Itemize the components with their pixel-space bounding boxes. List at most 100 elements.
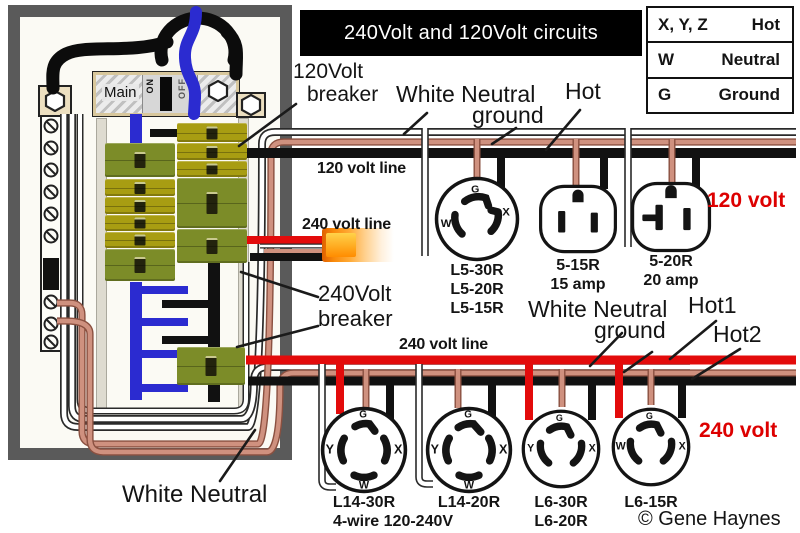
- caption-line: 5-15R: [556, 257, 600, 274]
- title-banner: 240Volt and 120Volt circuits: [300, 10, 642, 56]
- label-hot: Hot: [565, 78, 601, 104]
- caption-l14-20r: L14-20R: [419, 493, 519, 512]
- terminal-label: G: [471, 184, 479, 196]
- arc-flash-flame: [322, 228, 396, 262]
- caption-l6-15r: L6-15R: [601, 493, 701, 512]
- label-line: White Neutral: [528, 296, 668, 322]
- caption-line: L14-20R: [437, 494, 501, 511]
- terminal-label: X: [394, 443, 403, 457]
- terminal-label: G: [646, 411, 653, 421]
- breaker: [105, 249, 175, 281]
- caption-line: 20 amp: [643, 272, 699, 289]
- caption-line: L5-15R: [450, 300, 504, 317]
- caption-l14-30r-sub: 4-wire 120-240V: [308, 512, 478, 531]
- terminal-label: X: [499, 443, 508, 457]
- legend-meaning: Hot: [751, 14, 780, 34]
- terminal-label: W: [441, 218, 452, 230]
- caption-line: L14-30R: [332, 494, 396, 511]
- caption-line: 5-20R: [649, 253, 693, 270]
- caption-line: L5-20R: [450, 281, 504, 298]
- breaker-120v: [177, 123, 247, 142]
- caption-l14-30r: L14-30R: [314, 493, 414, 512]
- straight-blade-outlet-icon: [630, 181, 712, 253]
- label-240-volt-line-stub: 240 volt line: [302, 216, 391, 233]
- blue-bus: [130, 114, 188, 400]
- bolt-icon: [44, 90, 66, 112]
- label-120v-breaker: 120Volt breaker: [293, 60, 378, 106]
- breaker: [177, 161, 247, 177]
- drops-240v: [318, 357, 686, 491]
- terminal-label: W: [359, 480, 370, 492]
- legend-symbol: G: [658, 85, 672, 105]
- breaker: [105, 179, 175, 196]
- service-entry-wires: [46, 6, 244, 120]
- main-breaker-handle: [160, 77, 172, 111]
- caption-line: L6-20R: [534, 513, 588, 530]
- label-line: 120Volt: [293, 60, 364, 83]
- label-240-volt: 240 volt: [699, 419, 778, 442]
- caption-5-15r: 5-15R 15 amp: [538, 256, 618, 294]
- receptacle-l6-30r: G Y X: [520, 408, 602, 490]
- label-white-neutral-ground-2: White Neutral ground: [528, 298, 667, 342]
- terminal-label: W: [616, 440, 627, 452]
- legend-meaning: Ground: [718, 85, 780, 105]
- terminal-label: G: [556, 413, 563, 423]
- twist-lock-4-icon: G Y X W: [320, 406, 408, 494]
- straight-blade-outlet-icon: [539, 184, 617, 254]
- twist-lock-3-icon: G W X: [611, 407, 691, 487]
- terminal-label: Y: [326, 443, 335, 457]
- receptacle-l6-15r: G W X: [610, 406, 692, 488]
- page-title: 240Volt and 120Volt circuits: [343, 21, 599, 44]
- breaker: [105, 215, 175, 231]
- receptacle-l14-20r: G Y X W: [424, 405, 514, 495]
- caption-line: L5-30R: [450, 262, 504, 279]
- terminal-label: G: [464, 410, 472, 421]
- label-line: White Neutral: [396, 81, 536, 107]
- caption-l6-30r: L6-30R L6-20R: [511, 493, 611, 531]
- twist-lock-4-icon: G Y X W: [425, 406, 513, 494]
- legend-row-ground: G Ground: [648, 79, 792, 112]
- label-240v-breaker: 240Volt breaker: [318, 281, 393, 331]
- breaker: [177, 229, 247, 263]
- label-white-neutral-ground-1: White Neutral ground: [396, 83, 544, 127]
- caption-line: 15 amp: [550, 276, 606, 293]
- caption-line: L6-15R: [624, 494, 678, 511]
- twist-lock-3-icon: G X W: [434, 176, 520, 262]
- legend-symbol: X, Y, Z: [658, 14, 708, 34]
- terminal-label: X: [502, 206, 510, 218]
- breaker: [105, 232, 175, 248]
- terminal-label: W: [464, 480, 475, 492]
- label-line: breaker: [318, 306, 393, 331]
- label-line: ground: [594, 317, 666, 343]
- terminal-label: G: [359, 410, 367, 421]
- breaker: [177, 178, 247, 228]
- terminal-label: Y: [527, 442, 534, 454]
- breaker: [177, 143, 247, 160]
- legend-row-neutral: W Neutral: [648, 43, 792, 79]
- receptacle-l5-30r: G X W: [433, 175, 521, 263]
- receptacle-l14-30r: G Y X W: [319, 405, 409, 495]
- caption-5-20r: 5-20R 20 amp: [630, 252, 712, 290]
- receptacle-5-20r: [630, 181, 712, 253]
- label-hot1: Hot1: [688, 292, 737, 318]
- label-line: ground: [472, 102, 544, 128]
- terminal-label: Y: [431, 443, 440, 457]
- legend-symbol: W: [658, 49, 675, 69]
- label-120-volt: 120 volt: [707, 189, 786, 212]
- terminal-label: X: [679, 440, 687, 452]
- label-line: 240Volt: [318, 281, 392, 306]
- label-hot2: Hot2: [713, 321, 762, 347]
- twist-lock-3-icon: G Y X: [521, 409, 601, 489]
- breaker: [105, 143, 175, 177]
- label-white-neutral-bottom: White Neutral: [122, 481, 268, 508]
- breaker-240v: [177, 347, 245, 385]
- terminal-label: X: [589, 442, 597, 454]
- caption-line: L6-30R: [534, 494, 588, 511]
- burnt-240-stub: [246, 236, 330, 261]
- terminal-legend: X, Y, Z Hot W Neutral G Ground: [646, 6, 794, 114]
- copyright: © Gene Haynes: [638, 508, 781, 530]
- caption-line: 4-wire 120-240V: [332, 513, 454, 530]
- bolt-icon: [207, 80, 229, 102]
- legend-row-hot: X, Y, Z Hot: [648, 8, 792, 44]
